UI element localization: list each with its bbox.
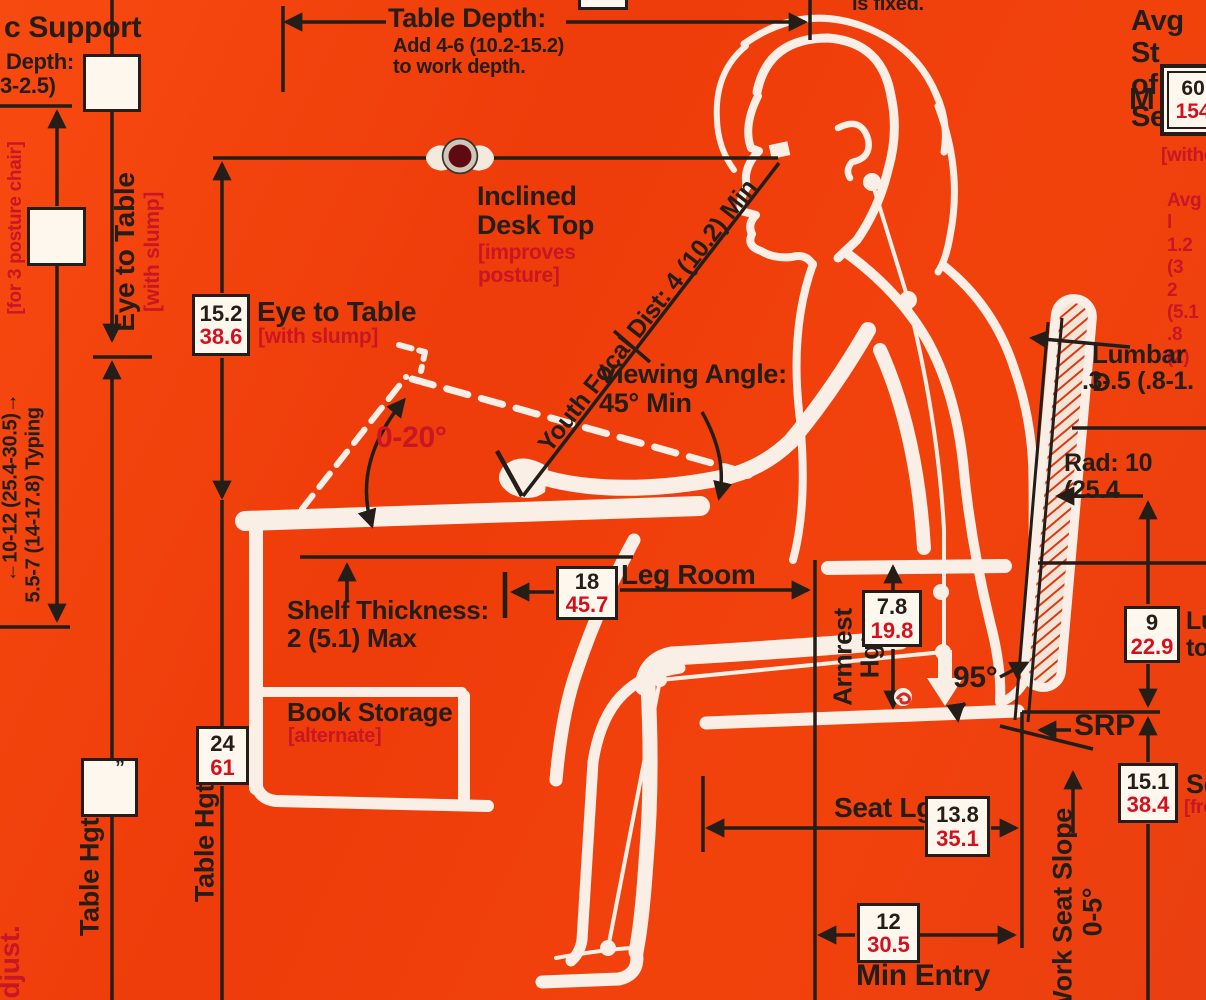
stature-cm: 154.	[1175, 100, 1206, 124]
head-outline	[752, 33, 899, 263]
table-depth-note1: Add 4-6 (10.2-15.2)	[393, 35, 565, 57]
thigh	[634, 630, 910, 696]
desk-bottom-shelf	[250, 776, 494, 812]
shin-far	[565, 662, 686, 967]
foot	[535, 943, 644, 989]
seat-back-angle-label: 95°	[953, 661, 998, 694]
depth-label: Depth:	[6, 49, 74, 74]
table-hgt-label-2: Table Hgt	[189, 783, 220, 903]
table-depth-title: Table Depth:	[388, 3, 546, 33]
range-10-12: ←10-12 (25.4-30.5)→	[0, 393, 22, 583]
support-label: c Support	[4, 11, 142, 44]
empty-box-top	[83, 54, 141, 112]
alternate-note: [alternate]	[288, 725, 382, 747]
face-profile	[736, 92, 817, 269]
improves-posture-note: [improves posture]	[478, 241, 576, 287]
ghost-face-outline	[713, 43, 749, 173]
leg-room-box: 18 45.7	[556, 566, 618, 620]
male-label: M	[1129, 81, 1155, 116]
with-slump-note: [with slump]	[258, 325, 379, 348]
grommet	[426, 137, 494, 175]
empty-box-table-hgt: ”	[81, 757, 138, 817]
srp-swirl-mark	[894, 688, 912, 706]
is-fixed-note: is fixed.	[852, 0, 924, 15]
lumbar-hgt-label: Lu to	[1186, 607, 1206, 662]
lumbar-depth-range: .3-.5 (.8-1.	[1082, 367, 1194, 395]
leg-room-label: Leg Room	[621, 559, 756, 590]
ear	[834, 120, 872, 182]
tilt-range-label: 0-20°	[376, 421, 447, 454]
srp-label: SRP	[1074, 709, 1135, 742]
seat-band	[699, 704, 1025, 730]
eye-square	[768, 141, 791, 159]
book-storage-label: Book Storage	[287, 697, 453, 727]
eye-to-table-label: Eye to Table	[257, 296, 417, 327]
desk-top	[235, 496, 710, 531]
seat-hgt-note: [fro	[1184, 797, 1206, 818]
stature-box: 60. 154.	[1160, 64, 1206, 136]
without-note: [witho	[1161, 145, 1206, 166]
work-seat-slope-label: Work Seat Slope 0-5°	[1047, 807, 1107, 1000]
seat-hgt-label: Se	[1186, 769, 1206, 799]
eye-to-table-vertical: Eye to Table [with slump]	[109, 172, 164, 332]
skeleton-lines	[606, 180, 946, 950]
pencil	[495, 449, 524, 498]
table-hgt-box: 24 61	[196, 726, 249, 785]
armrest-band	[821, 559, 1012, 575]
empty-box-sliver	[578, 0, 628, 10]
load-arrow	[927, 650, 963, 706]
lumbar-depth-label: Lumbar D	[1092, 339, 1186, 398]
viewing-angle-label: Viewing Angle: 45° Min	[599, 359, 787, 419]
inclined-desk-label: Inclined Desk Top	[477, 181, 595, 241]
armrest-hgt-box: 7.8 19.8	[862, 590, 922, 647]
depth-range: 3-2.5)	[0, 73, 56, 98]
posture-chair-note: [for 3 posture chair]	[5, 141, 26, 315]
foot-top-line	[554, 946, 633, 960]
empty-box-left	[27, 207, 86, 266]
table-depth-note2: to work depth.	[393, 56, 526, 78]
ghost-neck-outline	[934, 102, 958, 276]
adjust-label: djust.	[0, 925, 25, 999]
far-arm	[873, 343, 931, 555]
eye-to-table-box: 15.2 38.6	[192, 294, 250, 356]
hand	[498, 458, 548, 499]
back-outline	[840, 247, 1006, 707]
avg-list: Avg l 1.2 (3 2 (5.1 .8 (2)	[1167, 190, 1202, 368]
seat-lg-box: 13.8 35.1	[925, 796, 990, 857]
table-hgt-label-1: Table Hgt	[74, 817, 105, 937]
lumbar-hgt-box: 9 22.9	[1124, 606, 1180, 663]
range-typing: 5.5-7 (14-17.8) Typing	[22, 407, 45, 603]
stature-in: 60.	[1181, 77, 1206, 100]
ditto-mark: ”	[115, 757, 125, 779]
min-entry-label: Min Entry	[856, 959, 990, 992]
lumbar-radius-label: Rad: 10 (25.4	[1064, 449, 1153, 504]
shin-near	[628, 678, 658, 960]
shelf-thickness-label: Shelf Thickness: 2 (5.1) Max	[287, 595, 489, 654]
seat-length-label: Seat Lg	[834, 792, 934, 823]
seat-hgt-box: 15.1 38.4	[1118, 763, 1178, 823]
min-entry-box: 12 30.5	[857, 903, 920, 963]
